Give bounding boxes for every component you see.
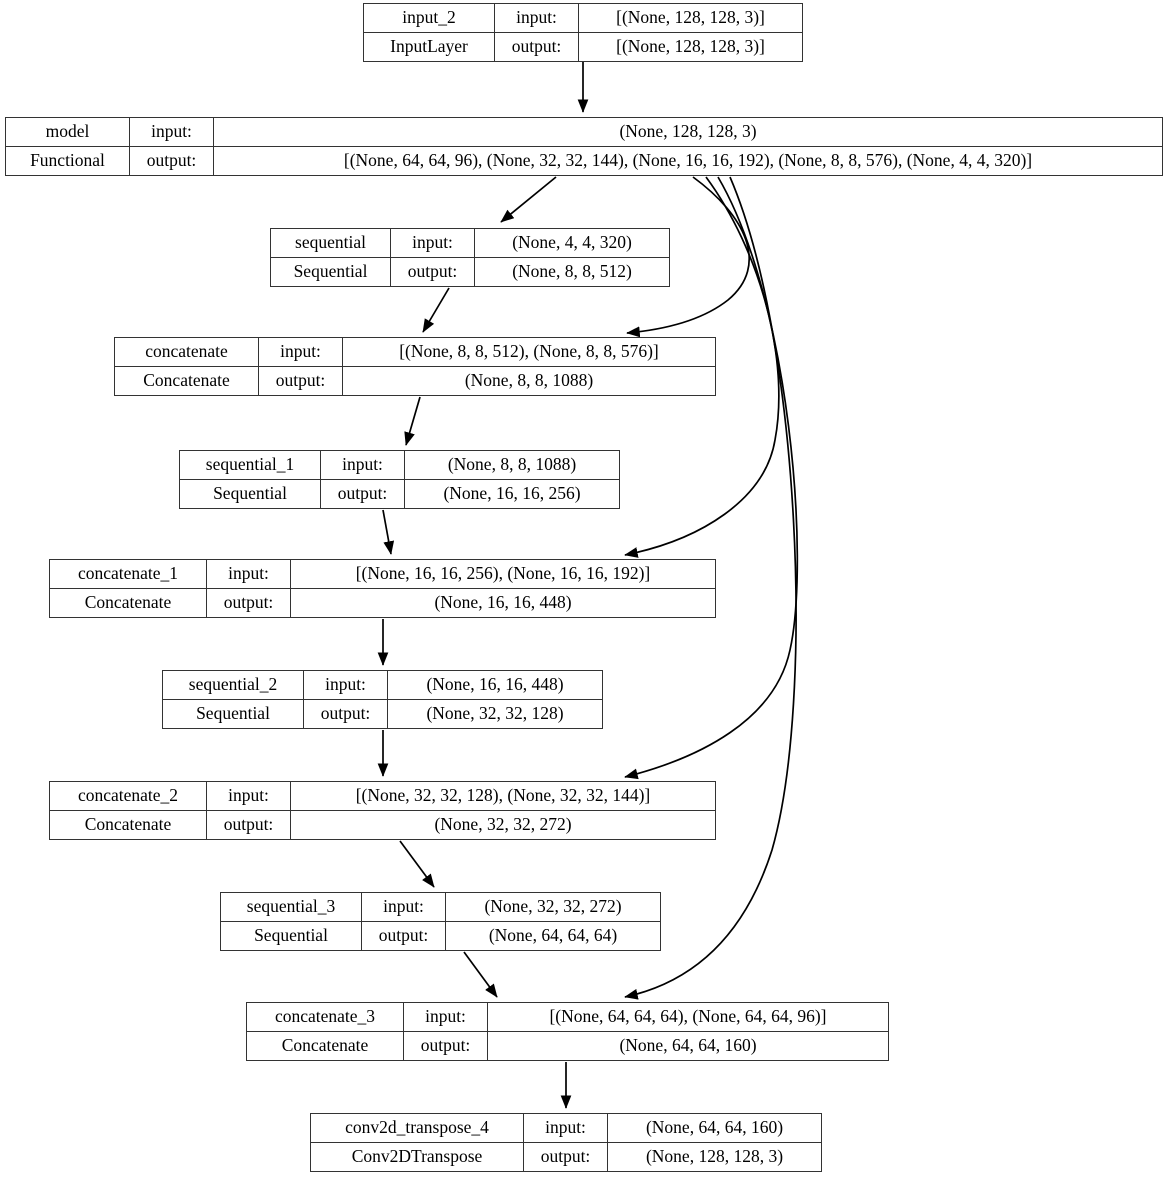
node-sequential_2-output-shape: (None, 32, 32, 128) (426, 703, 564, 724)
node-sequential-input-label: input: (391, 229, 475, 257)
node-concatenate-layer-class: Concatenate (115, 367, 259, 395)
node-model-input-label: input: (130, 118, 214, 146)
node-sequential_1[interactable]: sequential_1 input: (None, 8, 8, 1088) S… (179, 450, 620, 509)
node-concatenate_2-layer-class: Concatenate (50, 811, 207, 839)
node-input_2-input-shape: [(None, 128, 128, 3)] (616, 7, 765, 28)
node-input_2-layer-name: input_2 (364, 4, 495, 32)
node-conv2d_transpose_4-output-label: output: (524, 1143, 608, 1171)
node-sequential_2-output-label: output: (304, 700, 388, 728)
node-concatenate_2-output-label: output: (207, 811, 291, 839)
node-sequential_2[interactable]: sequential_2 input: (None, 16, 16, 448) … (162, 670, 603, 729)
node-concatenate-output-shape: (None, 8, 8, 1088) (464, 370, 594, 391)
node-concatenate_2-input-label: input: (207, 782, 291, 810)
node-sequential_1-layer-name: sequential_1 (180, 451, 321, 479)
node-concatenate_3-output-shape: (None, 64, 64, 160) (619, 1035, 757, 1056)
node-concatenate_1-output-label: output: (207, 589, 291, 617)
node-model-output-shape: [(None, 64, 64, 96), (None, 32, 32, 144)… (343, 150, 1033, 171)
node-conv2d_transpose_4-input-label: input: (524, 1114, 608, 1142)
node-concatenate_2-layer-name: concatenate_2 (50, 782, 207, 810)
node-input_2[interactable]: input_2 input: [(None, 128, 128, 3)] Inp… (363, 3, 803, 62)
node-conv2d_transpose_4-layer-name: conv2d_transpose_4 (311, 1114, 524, 1142)
node-sequential_2-input-shape: (None, 16, 16, 448) (426, 674, 564, 695)
node-concatenate_1-layer-class: Concatenate (50, 589, 207, 617)
node-conv2d_transpose_4[interactable]: conv2d_transpose_4 input: (None, 64, 64,… (310, 1113, 822, 1172)
node-sequential_3-output-shape: (None, 64, 64, 64) (488, 925, 618, 946)
node-sequential_2-layer-name: sequential_2 (163, 671, 304, 699)
node-concatenate_1-input-shape: [(None, 16, 16, 256), (None, 16, 16, 192… (355, 563, 651, 584)
node-sequential_3-layer-class: Sequential (221, 922, 362, 950)
node-sequential-layer-class: Sequential (271, 258, 391, 286)
node-sequential_3-input-shape: (None, 32, 32, 272) (484, 896, 622, 917)
edge-sequential1-to-concatenate1 (382, 509, 395, 555)
edge-sequential3-to-concatenate3 (463, 951, 498, 998)
node-concatenate_2[interactable]: concatenate_2 input: [(None, 32, 32, 128… (49, 781, 716, 840)
node-concatenate_3-output-label: output: (404, 1032, 488, 1060)
node-conv2d_transpose_4-layer-class: Conv2DTranspose (311, 1143, 524, 1171)
edge-concatenate2-to-sequential3 (399, 840, 435, 888)
edge-sequential-to-concatenate (422, 287, 450, 333)
node-input_2-layer-class: InputLayer (364, 33, 495, 61)
node-concatenate-layer-name: concatenate (115, 338, 259, 366)
node-concatenate-output-label: output: (259, 367, 343, 395)
node-sequential-input-shape: (None, 4, 4, 320) (512, 232, 632, 253)
node-conv2d_transpose_4-input-shape: (None, 64, 64, 160) (645, 1117, 784, 1138)
node-sequential_1-output-label: output: (321, 480, 405, 508)
node-concatenate_1-output-shape: (None, 16, 16, 448) (434, 592, 572, 613)
node-sequential_3-output-label: output: (362, 922, 446, 950)
node-concatenate_1-layer-name: concatenate_1 (50, 560, 207, 588)
node-concatenate_2-input-shape: [(None, 32, 32, 128), (None, 32, 32, 144… (355, 785, 651, 806)
node-concatenate_1[interactable]: concatenate_1 input: [(None, 16, 16, 256… (49, 559, 716, 618)
node-concatenate_3-input-shape: [(None, 64, 64, 64), (None, 64, 64, 96)] (549, 1006, 827, 1027)
node-concatenate_3-layer-name: concatenate_3 (247, 1003, 404, 1031)
node-sequential_3[interactable]: sequential_3 input: (None, 32, 32, 272) … (220, 892, 661, 951)
node-sequential_3-input-label: input: (362, 893, 446, 921)
node-sequential_1-output-shape: (None, 16, 16, 256) (443, 483, 581, 504)
node-model[interactable]: model input: (None, 128, 128, 3) Functio… (5, 117, 1163, 176)
node-model-layer-name: model (6, 118, 130, 146)
node-conv2d_transpose_4-output-shape: (None, 128, 128, 3) (645, 1146, 784, 1167)
node-concatenate_3-input-label: input: (404, 1003, 488, 1031)
node-model-layer-class: Functional (6, 147, 130, 175)
edge-concatenate-to-sequential1 (404, 396, 421, 446)
node-sequential_1-input-shape: (None, 8, 8, 1088) (447, 454, 577, 475)
node-input_2-input-label: input: (495, 4, 579, 32)
node-concatenate_3[interactable]: concatenate_3 input: [(None, 64, 64, 64)… (246, 1002, 889, 1061)
node-concatenate_2-output-shape: (None, 32, 32, 272) (434, 814, 572, 835)
node-concatenate_3-layer-class: Concatenate (247, 1032, 404, 1060)
node-sequential_2-input-label: input: (304, 671, 388, 699)
node-sequential_1-layer-class: Sequential (180, 480, 321, 508)
node-concatenate-input-label: input: (259, 338, 343, 366)
node-concatenate[interactable]: concatenate input: [(None, 8, 8, 512), (… (114, 337, 716, 396)
node-sequential-output-label: output: (391, 258, 475, 286)
node-sequential-layer-name: sequential (271, 229, 391, 257)
node-input_2-output-label: output: (495, 33, 579, 61)
node-concatenate_1-input-label: input: (207, 560, 291, 588)
node-input_2-output-shape: [(None, 128, 128, 3)] (616, 36, 765, 57)
node-model-input-shape: (None, 128, 128, 3) (619, 121, 757, 142)
node-sequential_1-input-label: input: (321, 451, 405, 479)
node-sequential_2-layer-class: Sequential (163, 700, 304, 728)
node-sequential-output-shape: (None, 8, 8, 512) (512, 261, 632, 282)
edge-model-to-sequential (500, 176, 557, 223)
node-sequential_3-layer-name: sequential_3 (221, 893, 362, 921)
node-concatenate-input-shape: [(None, 8, 8, 512), (None, 8, 8, 576)] (399, 341, 659, 362)
node-sequential[interactable]: sequential input: (None, 4, 4, 320) Sequ… (270, 228, 670, 287)
node-model-output-label: output: (130, 147, 214, 175)
